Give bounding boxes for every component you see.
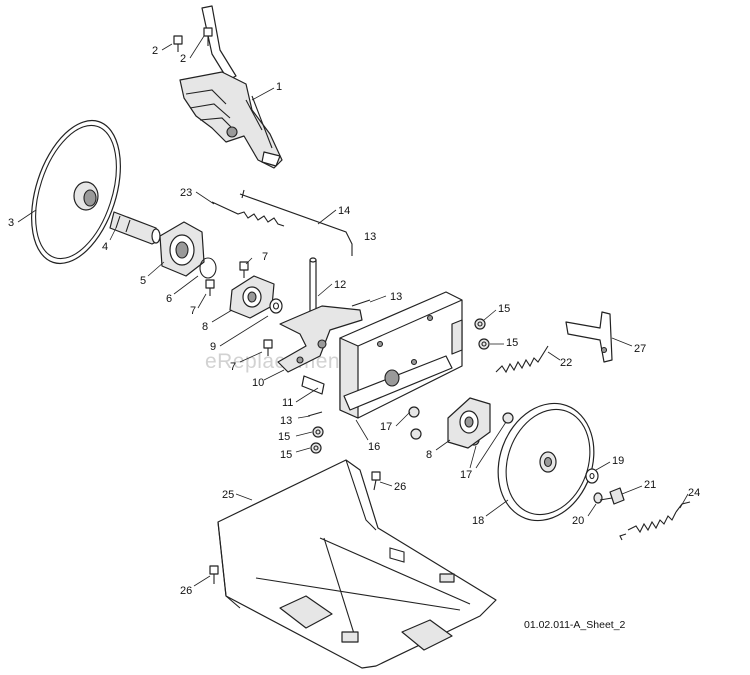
nut-15a [474,318,486,330]
callout-label: 15 [280,449,292,461]
belt-cover [217,459,497,669]
nut-17a [408,406,420,418]
drive-disc [497,402,595,522]
callout-label: 15 [278,431,290,443]
washer-19 [585,468,599,484]
callout-label: 1 [276,81,282,93]
hex-shaft [109,211,161,245]
leader-lines [17,35,689,587]
shift-rod [239,189,353,256]
callout-label: 12 [334,279,346,291]
callout-label: 13 [364,231,376,243]
screw-top-left [173,35,183,52]
screw-26b [209,565,219,584]
spring-22 [495,345,549,374]
retaining-ring [199,257,217,279]
callout-label: 17 [380,421,392,433]
callout-label: 21 [644,479,656,491]
callout-label: 7 [230,361,236,373]
callout-label: 25 [222,489,234,501]
callout-label: 24 [688,487,700,499]
bolt-21 [599,487,625,505]
callout-label: 15 [498,303,510,315]
nut-15b [478,338,490,350]
shift-lever-assembly [179,5,283,169]
callout-label: 3 [8,217,14,229]
callout-label: 13 [280,415,292,427]
lock-washer-20 [593,492,603,504]
callout-label: 8 [426,449,432,461]
callout-label: 19 [612,455,624,467]
callout-label: 22 [560,357,572,369]
flange-bearing-right [447,397,491,449]
callout-labels: 1 2 2 3 4 5 6 7 7 8 9 7 10 11 12 13 13 1… [8,45,700,597]
bearing-housing [159,221,205,277]
callout-label: 2 [180,53,186,65]
shift-bracket [277,305,363,395]
screw-7b [205,279,215,296]
nut-17d [502,412,514,424]
callout-label: 7 [262,251,268,263]
screw-26a [371,471,381,491]
callout-label: 4 [102,241,108,253]
screw-7a [239,261,249,278]
spring-24 [619,501,691,541]
nut-15d [310,442,322,454]
callout-label: 11 [282,397,293,409]
diagram-caption: 01.02.011-A_Sheet_2 [524,619,626,631]
callout-label: 2 [152,45,158,57]
callout-label: 26 [180,585,192,597]
bracket-27 [565,311,613,363]
spring-23 [211,201,285,227]
pin-13b [307,411,323,417]
callout-label: 18 [472,515,484,527]
washer-9 [269,298,283,314]
callout-label: 6 [166,293,172,305]
callout-label: 5 [140,275,146,287]
screw-7c [263,339,273,356]
callout-label: 26 [394,481,406,493]
callout-label: 13 [390,291,402,303]
callout-label: 14 [338,205,350,217]
callout-label: 7 [190,305,196,317]
frame-plate [339,291,463,419]
callout-label: 9 [210,341,216,353]
callout-label: 16 [368,441,380,453]
flange-bearing-left [229,275,275,319]
nut-15c [312,426,324,438]
callout-label: 10 [252,377,264,389]
callout-label: 27 [634,343,646,355]
nut-17b [410,428,422,440]
screw-top-right [203,27,213,46]
callout-label: 8 [202,321,208,333]
friction-disc [31,119,121,265]
pin-13a [351,299,371,307]
callout-label: 15 [506,337,518,349]
callout-label: 17 [460,469,472,481]
callout-label: 20 [572,515,584,527]
callout-label: 23 [180,187,192,199]
